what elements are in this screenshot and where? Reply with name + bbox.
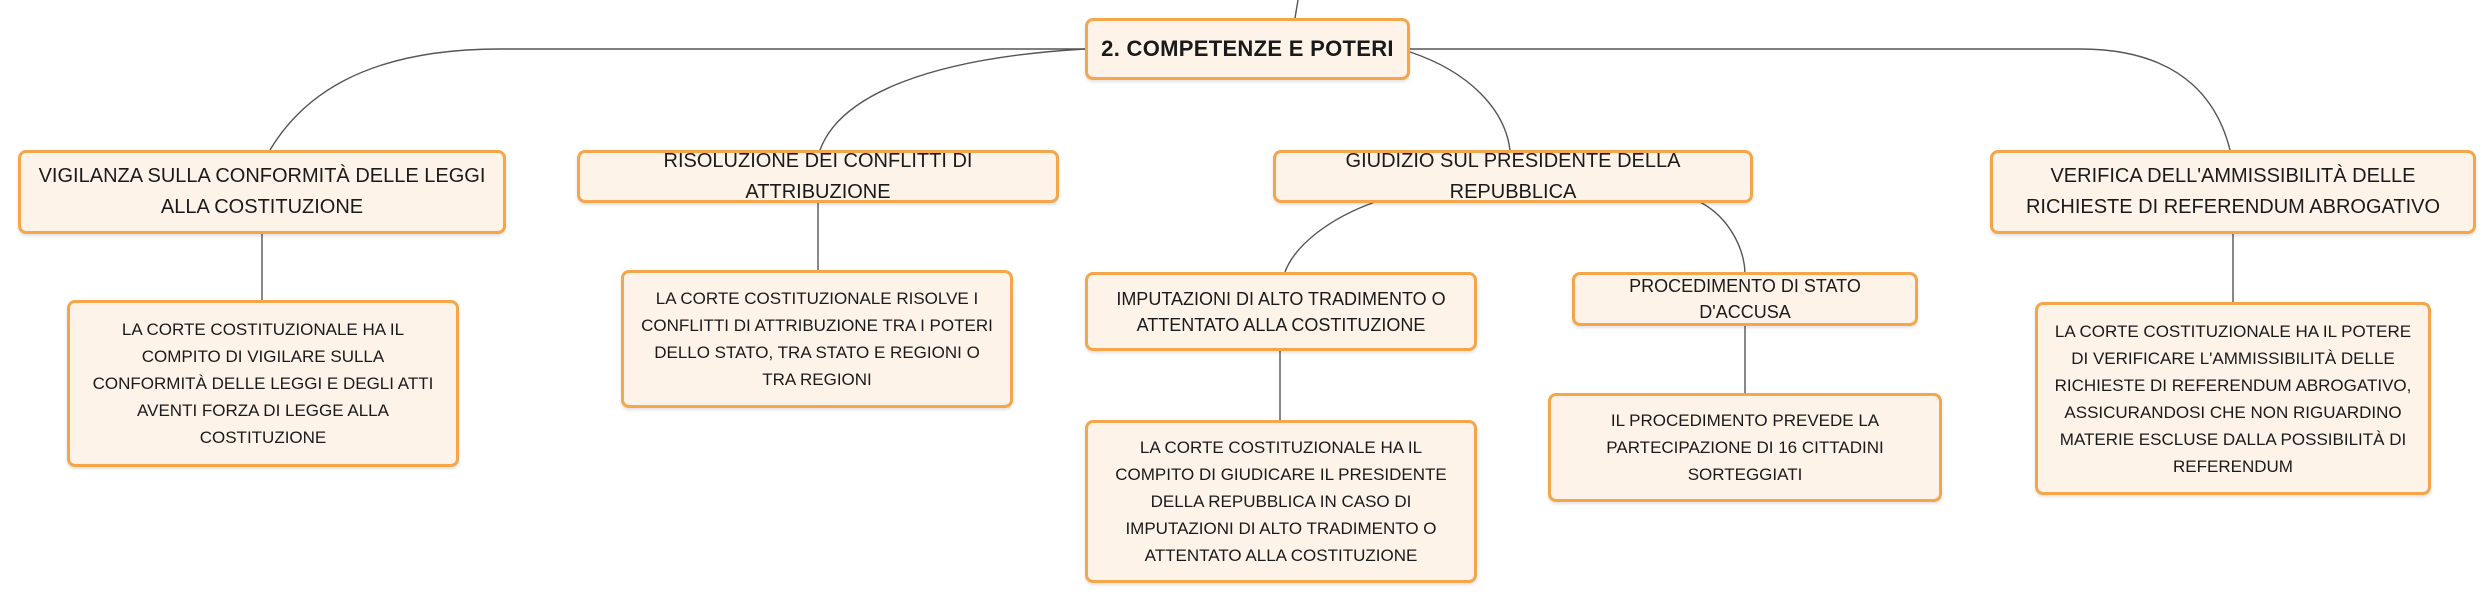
sub-procedimento-label: PROCEDIMENTO DI STATO D'ACCUSA [1629, 276, 1861, 322]
branch-verifica-label: VERIFICA DELL'AMMISSIBILITÀ DELLE RICHIE… [2025, 165, 2441, 218]
connector-root-giudizio [1409, 51, 1511, 151]
connector-root-vigilanza [269, 48, 1085, 151]
connector-root-risoluzione [819, 48, 1086, 151]
branch-vigilanza[interactable]: VIGILANZA SULLA CONFORMITÀ DELLE LEGGI A… [18, 150, 506, 234]
sub-procedimento[interactable]: PROCEDIMENTO DI STATO D'ACCUSA [1572, 272, 1918, 326]
detail-imputazioni-text: LA CORTE COSTITUZIONALE HA IL COMPITO DI… [1115, 438, 1447, 565]
connector-giudizio-procedimento [1699, 201, 1746, 276]
root-node[interactable]: 2. COMPETENZE E POTERI [1085, 18, 1410, 80]
branch-vigilanza-label: VIGILANZA SULLA CONFORMITÀ DELLE LEGGI A… [38, 165, 486, 218]
branch-risoluzione-label: RISOLUZIONE DEI CONFLITTI DI ATTRIBUZION… [663, 149, 973, 203]
detail-risoluzione-text: LA CORTE COSTITUZIONALE RISOLVE I CONFLI… [641, 289, 993, 389]
root-label: 2. COMPETENZE E POTERI [1101, 36, 1394, 61]
branch-giudizio[interactable]: GIUDIZIO SUL PRESIDENTE DELLA REPUBBLICA [1273, 150, 1753, 203]
detail-verifica-text: LA CORTE COSTITUZIONALE HA IL POTERE DI … [2054, 321, 2412, 476]
branch-giudizio-label: GIUDIZIO SUL PRESIDENTE DELLA REPUBBLICA [1345, 149, 1681, 203]
sub-imputazioni-label: IMPUTAZIONI DI ALTO TRADIMENTO O ATTENTA… [1116, 288, 1446, 335]
detail-imputazioni[interactable]: LA CORTE COSTITUZIONALE HA IL COMPITO DI… [1085, 420, 1477, 583]
connector-root-verifica [1410, 48, 2231, 151]
detail-vigilanza[interactable]: LA CORTE COSTITUZIONALE HA IL COMPITO DI… [67, 300, 459, 467]
connector-parent-root [1294, 0, 1299, 19]
detail-vigilanza-text: LA CORTE COSTITUZIONALE HA IL COMPITO DI… [92, 320, 434, 447]
detail-risoluzione[interactable]: LA CORTE COSTITUZIONALE RISOLVE I CONFLI… [621, 270, 1013, 408]
branch-risoluzione[interactable]: RISOLUZIONE DEI CONFLITTI DI ATTRIBUZION… [577, 150, 1059, 203]
detail-procedimento-text: IL PROCEDIMENTO PREVEDE LA PARTECIPAZION… [1606, 411, 1884, 484]
detail-verifica[interactable]: LA CORTE COSTITUZIONALE HA IL POTERE DI … [2035, 302, 2431, 495]
sub-imputazioni[interactable]: IMPUTAZIONI DI ALTO TRADIMENTO O ATTENTA… [1085, 272, 1477, 351]
detail-procedimento[interactable]: IL PROCEDIMENTO PREVEDE LA PARTECIPAZION… [1548, 393, 1942, 502]
branch-verifica[interactable]: VERIFICA DELL'AMMISSIBILITÀ DELLE RICHIE… [1990, 150, 2476, 234]
connector-giudizio-imputazioni [1284, 201, 1376, 273]
